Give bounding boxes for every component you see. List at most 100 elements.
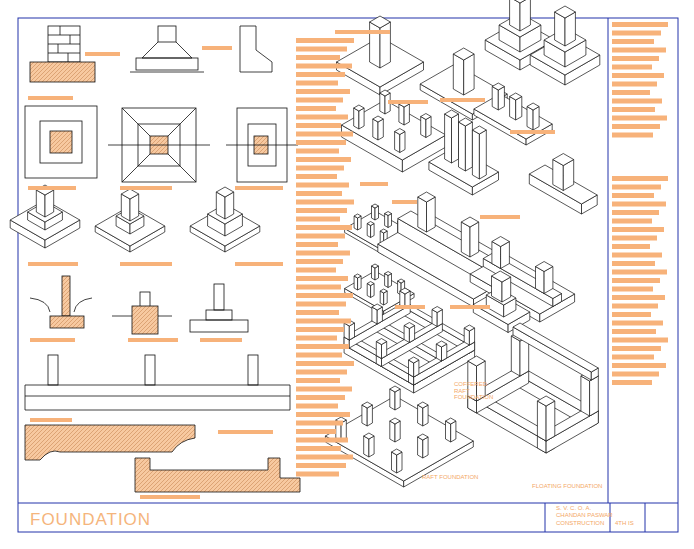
iso-face (527, 107, 533, 131)
redaction-bar (28, 96, 73, 100)
redaction-bar (140, 495, 200, 499)
redaction-bar (612, 355, 654, 360)
redaction-bar (28, 262, 78, 266)
iso-face (470, 222, 479, 257)
redaction-bar (296, 438, 348, 443)
redaction-bar (612, 338, 668, 343)
redaction-bar (296, 446, 341, 451)
redaction-bar (612, 31, 661, 36)
redaction-bar (296, 353, 342, 358)
iso-face (446, 418, 456, 424)
redaction-bar (612, 312, 651, 317)
iso-face (369, 436, 374, 457)
iso-face (418, 437, 423, 458)
redaction-bar (612, 321, 663, 326)
iso-face (513, 323, 598, 372)
iso-face (376, 321, 442, 359)
redaction-bar (296, 149, 339, 154)
view-label: RAFT FOUNDATION (422, 474, 478, 481)
iso-face (354, 108, 359, 129)
redaction-bar (612, 202, 666, 207)
iso-face (392, 452, 397, 473)
redaction-bar (296, 225, 352, 230)
iso-face (370, 16, 391, 28)
redaction-bar (360, 182, 388, 186)
iso-face (364, 433, 374, 439)
iso-face (510, 97, 516, 121)
iso-face (404, 104, 409, 125)
iso-face (590, 376, 599, 416)
iso-face (421, 114, 431, 120)
redaction-bar (612, 304, 658, 309)
iso-face (461, 217, 478, 227)
redaction-bar (296, 208, 347, 213)
iso-face (465, 122, 472, 171)
iso-face (342, 100, 446, 160)
iso-face (427, 197, 436, 232)
iso-face (418, 402, 429, 408)
redaction-bar (612, 329, 656, 334)
iso-face (359, 108, 364, 129)
iso-face (372, 304, 383, 310)
iso-face (399, 104, 404, 125)
iso-face (492, 237, 510, 247)
iso-face (432, 307, 442, 313)
iso-face (395, 129, 405, 135)
redaction-bar (612, 261, 655, 266)
iso-face (520, 0, 530, 31)
iso-face (397, 452, 402, 473)
iso-face (380, 22, 390, 68)
redaction-bar (612, 244, 650, 249)
redaction-bar (296, 285, 341, 290)
iso-face (398, 279, 405, 283)
iso-face (373, 116, 384, 122)
iso-face (385, 212, 392, 216)
iso-face (409, 357, 419, 363)
iso-face (533, 107, 539, 131)
redaction-bar (120, 186, 172, 190)
iso-face (372, 264, 379, 268)
redaction-bar (612, 227, 664, 232)
iso-face (380, 93, 385, 114)
iso-face (421, 117, 426, 138)
sheet-frame (18, 18, 678, 532)
redaction-bar (296, 251, 350, 256)
iso-face (390, 418, 400, 424)
iso-face (461, 222, 470, 257)
iso-face (367, 222, 374, 226)
iso-face (216, 187, 233, 197)
redaction-bar (296, 404, 338, 409)
title-block-text: 4TH IS (615, 520, 634, 527)
redaction-bar (296, 276, 348, 281)
redaction-bar (612, 270, 667, 275)
iso-face (537, 396, 554, 406)
redaction-bar (30, 418, 72, 422)
iso-face (398, 211, 498, 269)
iso-face (436, 341, 447, 347)
redaction-bar (296, 336, 337, 341)
iso-face (546, 401, 555, 441)
redaction-bar (296, 268, 336, 273)
iso-face (121, 189, 138, 199)
iso-face (418, 405, 423, 426)
iso-face (378, 119, 383, 140)
iso-face (536, 262, 553, 272)
iso-face (527, 103, 539, 110)
redaction-bar (296, 89, 350, 94)
redaction-bar (296, 140, 346, 145)
redaction-bar (296, 242, 338, 247)
redaction-bar (612, 185, 661, 190)
redaction-bar (296, 327, 344, 332)
iso-face (492, 271, 511, 282)
redaction-bar (612, 90, 650, 95)
title-block-text: S. V. C. O. A. (556, 505, 591, 512)
iso-face (446, 421, 451, 442)
redaction-bar (235, 186, 283, 190)
redaction-bar (612, 346, 661, 351)
redaction-bar (296, 115, 348, 120)
iso-face (380, 229, 387, 233)
redaction-bar (296, 463, 346, 468)
iso-face (464, 54, 474, 95)
iso-face (423, 405, 428, 426)
redaction-bar (392, 200, 417, 204)
